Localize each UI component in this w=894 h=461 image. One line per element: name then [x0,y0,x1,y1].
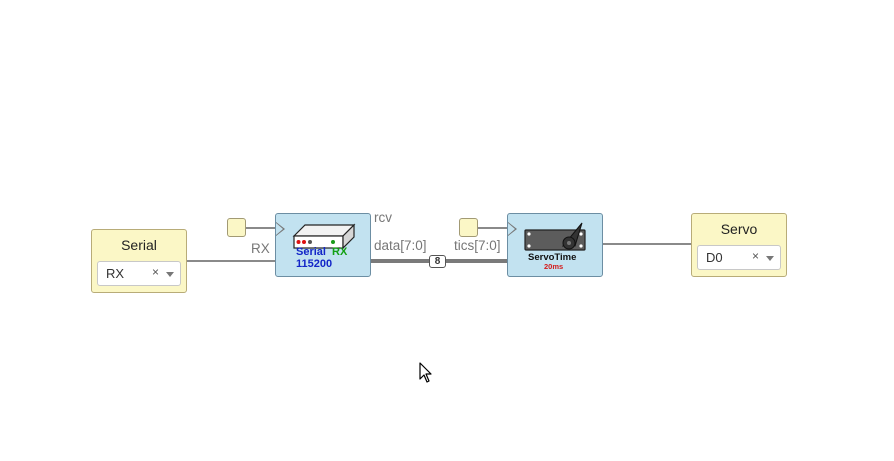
chevron-down-icon[interactable] [766,256,774,261]
servo-pin-clear-icon[interactable]: × [751,249,759,263]
port-label-tics: tics[7:0] [454,238,501,253]
port-label-data: data[7:0] [374,238,427,253]
serial-rx-baud: 115200 [296,258,333,270]
servo-output-block[interactable]: Servo D0 × [691,213,787,277]
servo-pin-select[interactable]: D0 × [697,245,781,270]
wire-const-to-serialrx-clock[interactable] [246,227,276,229]
wire-servotime-to-servo[interactable] [603,243,692,245]
serial-device-icon [292,223,356,250]
servo-pin-value: D0 [706,250,723,265]
bus-width-label: 8 [429,255,446,268]
serial-rx-module[interactable]: Serial RX 115200 [275,213,371,277]
servotime-constant-box[interactable] [459,218,478,237]
chevron-down-icon[interactable] [166,272,174,277]
serial-input-title: Serial [121,237,157,253]
serial-rx-name-part1: Serial [296,246,326,258]
clock-input-icon [276,222,285,236]
servo-output-title: Servo [720,221,758,237]
servo-motor-icon [524,222,586,251]
port-label-rx: RX [251,241,270,256]
serial-input-block[interactable]: Serial RX × [91,229,187,293]
clock-input-icon [508,222,517,236]
mouse-pointer-icon [419,362,432,383]
serial-rx-constant-box[interactable] [227,218,246,237]
wire-serial-to-rx[interactable] [186,260,276,262]
servotime-period: 20ms [544,262,564,271]
servotime-module[interactable]: ServoTime 20ms [507,213,603,277]
serial-rx-name-part2: RX [332,246,348,258]
serial-pin-clear-icon[interactable]: × [151,265,159,279]
wire-const-to-servotime-clock[interactable] [478,227,508,229]
serial-pin-value: RX [106,266,125,281]
port-label-rcv: rcv [374,210,392,225]
serial-pin-select[interactable]: RX × [97,261,181,286]
servotime-name: ServoTime [528,252,577,263]
